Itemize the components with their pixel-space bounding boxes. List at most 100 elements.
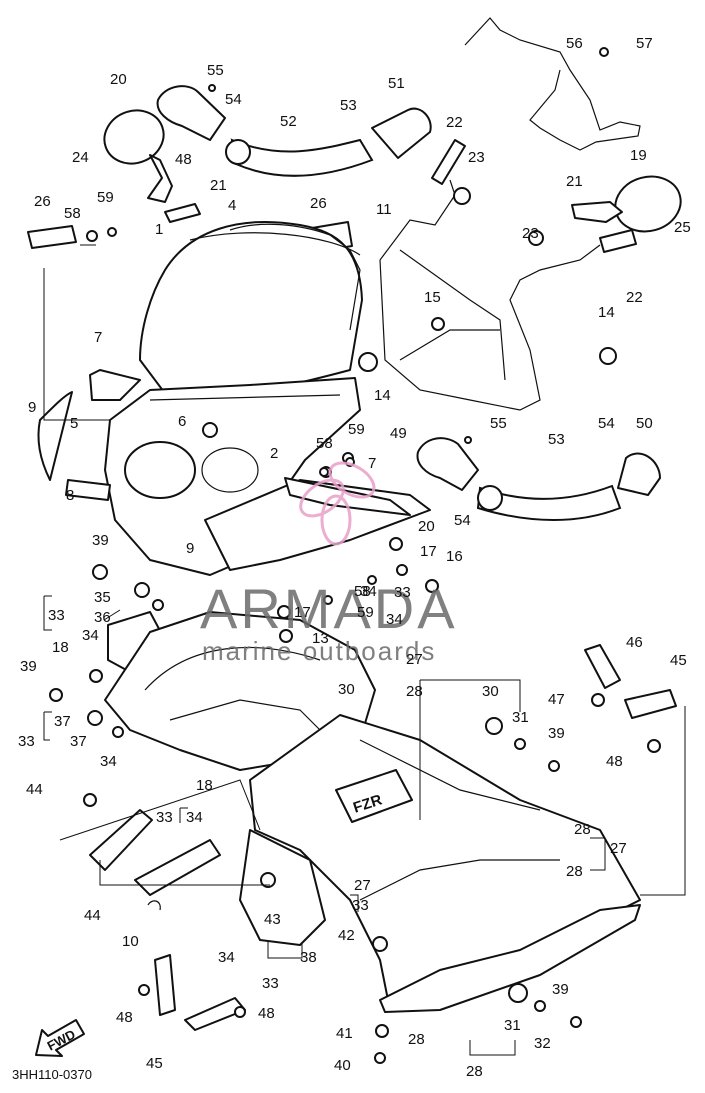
callout: 15: [424, 289, 441, 306]
callout: 39: [552, 981, 569, 998]
callout: 48: [116, 1009, 133, 1026]
callout: 43: [264, 911, 281, 928]
callout: 56: [566, 35, 583, 52]
callout: 16: [446, 548, 463, 565]
fasteners: [49, 47, 661, 1064]
callout: 26: [310, 195, 327, 212]
duct-elbow-upper: [371, 107, 432, 159]
callout: 37: [70, 733, 87, 750]
callout: 34: [82, 627, 99, 644]
callout: 41: [336, 1025, 353, 1042]
callout: 48: [606, 753, 623, 770]
callout: 33: [156, 809, 173, 826]
callout: 14: [598, 304, 615, 321]
callout: 47: [548, 691, 565, 708]
callout: 54: [598, 415, 615, 432]
callout: 25: [674, 219, 691, 236]
callout: 40: [334, 1057, 351, 1074]
callout: 28: [466, 1063, 483, 1080]
air-duct-fitting-right: [416, 437, 479, 491]
callout: 22: [626, 289, 643, 306]
windscreen-trim: [229, 223, 361, 331]
callout: 57: [636, 35, 653, 52]
callout: 31: [504, 1017, 521, 1034]
callout: 34: [100, 753, 117, 770]
callout: 1: [155, 221, 163, 238]
callout: 58: [316, 435, 333, 452]
callout: 34: [186, 809, 203, 826]
callout: 17: [294, 604, 311, 621]
watermark-logo: [299, 461, 376, 546]
callout: 34: [386, 611, 403, 628]
callout: 33: [352, 897, 369, 914]
callout: 34: [360, 583, 377, 600]
callout: 45: [146, 1055, 163, 1072]
callout: 7: [368, 455, 376, 472]
inner-panel: [89, 369, 141, 401]
lower-center-cowling: [104, 611, 376, 771]
callout: 33: [394, 584, 411, 601]
bracket-45a: [154, 954, 176, 1016]
callout: 10: [122, 933, 139, 950]
callout: 44: [84, 907, 101, 924]
callout: 59: [348, 421, 365, 438]
callout: 55: [207, 62, 224, 79]
callout: 28: [406, 683, 423, 700]
watermark-brand: ARMADA: [200, 577, 458, 640]
callout: 53: [340, 97, 357, 114]
callout: 20: [418, 518, 435, 535]
callout: 20: [110, 71, 127, 88]
callout: 54: [225, 91, 242, 108]
callout: 21: [566, 173, 583, 190]
callout: 59: [357, 604, 374, 621]
callout: 33: [48, 607, 65, 624]
callout-labels: 20 55 54 48 24 21 59 58 26 4 52 53 51 22…: [18, 35, 691, 1080]
callout: 18: [52, 639, 69, 656]
callout: 39: [548, 725, 565, 742]
callout: 8: [66, 487, 74, 504]
fzr-decal: FZR: [335, 769, 413, 823]
watermark: ARMADA marine outboards: [200, 461, 458, 666]
callout: 58: [354, 583, 371, 600]
emblem: [65, 479, 111, 501]
callout: 48: [258, 1005, 275, 1022]
callout: 55: [490, 415, 507, 432]
callout: 45: [670, 652, 687, 669]
callout: 4: [228, 197, 236, 214]
callout: 7: [94, 329, 102, 346]
callout: 11: [376, 201, 392, 218]
callout: 52: [280, 113, 297, 130]
callout: 2: [270, 445, 278, 462]
left-mirror: [103, 109, 173, 203]
side-panel-9a: [37, 391, 73, 481]
callout: 35: [94, 589, 111, 606]
bracket-46: [624, 689, 677, 719]
callout: 39: [20, 658, 37, 675]
cowling-bracket: [284, 477, 411, 516]
callout: 32: [534, 1035, 551, 1052]
fairing-stay-frame: [379, 179, 601, 411]
callout: 50: [636, 415, 653, 432]
callout: 59: [97, 189, 114, 206]
callout: 49: [390, 425, 407, 442]
callout: 27: [354, 877, 371, 894]
bracket-43a: [89, 809, 153, 871]
callout: 38: [300, 949, 317, 966]
watermark-tagline: marine outboards: [202, 636, 436, 666]
callout: 14: [374, 387, 391, 404]
callout: 9: [28, 399, 36, 416]
callout: 28: [408, 1031, 425, 1048]
bracket-43b: [134, 839, 221, 896]
fwd-label: FWD: [45, 1026, 78, 1053]
right-mirror: [571, 175, 682, 233]
callout: 30: [482, 683, 499, 700]
callout: 33: [262, 975, 279, 992]
callout: 22: [446, 114, 463, 131]
callout: 27: [610, 840, 627, 857]
callout: 27: [406, 651, 423, 668]
lower-left-panel: [239, 829, 326, 946]
callout: 58: [64, 205, 81, 222]
callout: 23: [522, 225, 539, 242]
callout: 13: [312, 630, 329, 647]
